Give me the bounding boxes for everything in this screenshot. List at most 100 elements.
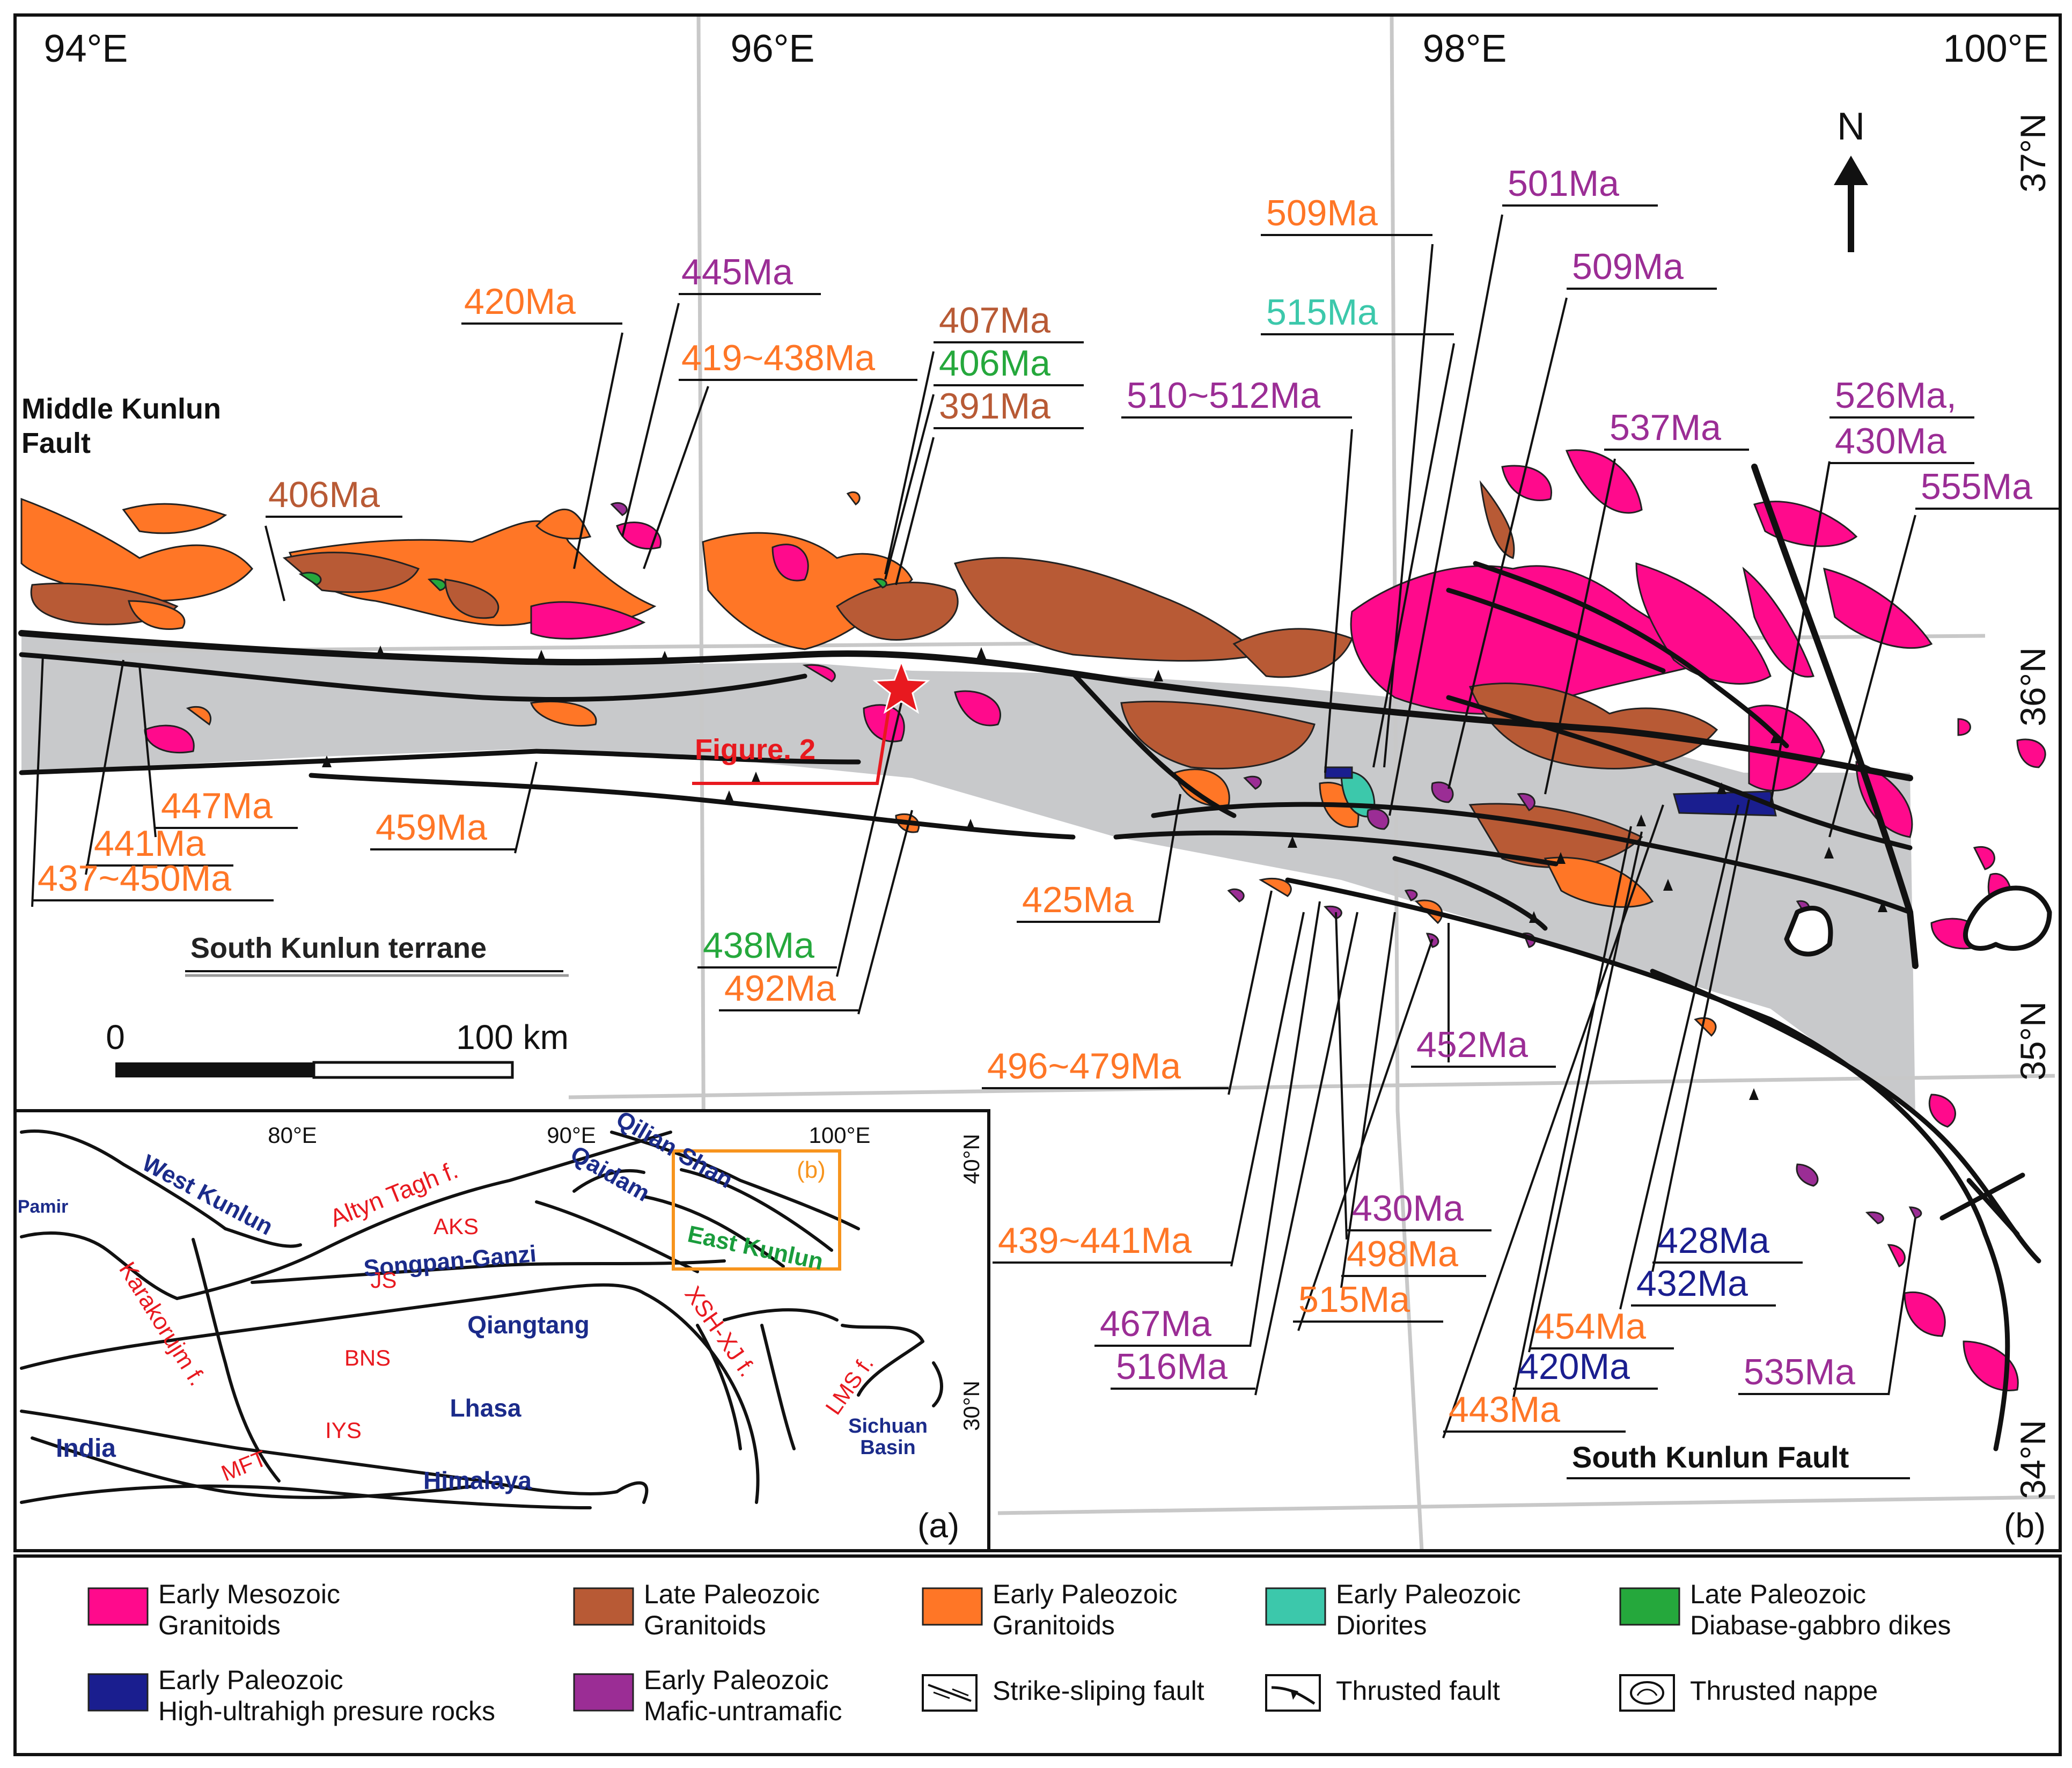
age-leader: [31, 654, 44, 907]
unit-dikes: [427, 578, 446, 591]
inset-structure-line: [841, 1324, 924, 1397]
age-label: 459Ma: [376, 807, 487, 848]
legend-label-line: Early Paleozoic: [158, 1665, 343, 1695]
fault-line: [18, 630, 1913, 781]
age-label: 535Ma: [1744, 1352, 1855, 1392]
legend-label-line: Mafic-untramafic: [644, 1696, 842, 1726]
age-label: 432Ma: [1636, 1263, 1748, 1304]
thrust-tooth: [1824, 847, 1834, 859]
thrust-tooth: [724, 790, 734, 802]
age-label: 452Ma: [1416, 1024, 1528, 1065]
main-map-frame: [13, 13, 2062, 1552]
thrust-tooth: [537, 650, 546, 662]
inset-region-label: Pamir: [18, 1197, 69, 1217]
inset-structure-line: [20, 1129, 302, 1248]
age-label: 441Ma: [94, 823, 205, 864]
inset-longitude-label: 80°E: [268, 1123, 317, 1148]
south-kunlun-terrane-label: South Kunlun terrane: [190, 932, 487, 964]
unit-early-paleozoic: [846, 491, 861, 506]
unit-early-mesozoic: [802, 664, 836, 683]
unit-hp-rocks: [1324, 766, 1353, 779]
age-leader: [264, 525, 285, 601]
age-leader: [514, 761, 538, 854]
inset-latitude-label: 40°N: [959, 1134, 984, 1184]
legend-swatch: [573, 1587, 634, 1626]
age-label: 467Ma: [1100, 1303, 1211, 1344]
inset-structure-line: [192, 1238, 281, 1483]
scale-bar-zero: 0: [106, 1018, 125, 1057]
age-label: 437~450Ma: [38, 858, 231, 899]
fault-line: [1446, 695, 1913, 850]
latitude-label: 36°N: [2013, 647, 2053, 726]
legend-item: Thrusted nappe: [1619, 1674, 1878, 1712]
age-leader: [1228, 890, 1273, 1095]
south-kunlun-terrane-belt: [21, 633, 1915, 1116]
unit-mafic: [1517, 793, 1535, 811]
unit-early-paleozoic: [530, 700, 597, 727]
thrust-tooth: [1770, 731, 1780, 743]
thrusted-nappe: [1963, 885, 2052, 951]
age-label: 445Ma: [681, 252, 793, 292]
legend-label-line: Early Paleozoic: [1336, 1579, 1521, 1609]
unit-mafic: [1243, 775, 1262, 790]
legend-swatch: [573, 1673, 634, 1712]
age-leader: [85, 659, 124, 875]
unit-dikes: [298, 571, 322, 586]
unit-mafic: [1366, 808, 1390, 830]
unit-late-paleozoic: [1479, 480, 1515, 559]
unit-early-mesozoic: [1855, 760, 1913, 838]
age-label: 510~512Ma: [1127, 375, 1320, 416]
inset-structure-line: [642, 1195, 785, 1268]
age-label: 501Ma: [1508, 163, 1619, 204]
legend-label-line: Strike-sliping fault: [993, 1676, 1204, 1706]
inset-structure-line: [723, 1308, 839, 1322]
grid-line: [997, 1495, 2055, 1515]
inset-structure-line: [760, 1324, 796, 1450]
age-label: 430Ma: [1835, 421, 1946, 461]
age-leader: [1340, 912, 1396, 1288]
age-leader: [1769, 461, 1831, 805]
fault-line: [1113, 830, 1559, 867]
age-leader: [138, 665, 157, 838]
unit-hp-rocks: [1673, 790, 1777, 817]
unit-mafic: [1431, 781, 1454, 803]
inset-structure-line: [932, 1361, 943, 1407]
inset-structure-line: [610, 1131, 860, 1230]
age-leader: [1383, 244, 1434, 768]
unit-early-paleozoic: [1694, 1017, 1717, 1037]
unit-early-mesozoic: [1928, 1094, 1956, 1128]
age-labels: 420Ma445Ma419~438Ma407Ma406Ma391Ma406Ma5…: [38, 163, 2032, 1430]
age-leader: [621, 303, 680, 537]
age-leader: [1254, 912, 1358, 1396]
thrust-tooth: [751, 772, 761, 783]
main-map-panel: 420Ma445Ma419~438Ma407Ma406Ma391Ma406Ma5…: [13, 13, 2062, 1552]
unit-early-mesozoic: [772, 544, 809, 582]
age-leader: [1828, 515, 1916, 838]
age-label: 447Ma: [161, 786, 273, 826]
age-leader: [1388, 214, 1503, 816]
age-leader: [1158, 794, 1181, 923]
legend-label-line: Thrusted nappe: [1690, 1676, 1878, 1706]
longitude-label: 100°E: [1943, 27, 2049, 70]
age-label: 509Ma: [1266, 193, 1378, 233]
age-label: 419~438Ma: [681, 338, 875, 378]
legend-label-line: Diabase-gabbro dikes: [1690, 1610, 1951, 1640]
longitude-label: 96°E: [731, 27, 815, 70]
thrust-tooth: [1749, 1088, 1759, 1100]
panel-a-label: (a): [917, 1506, 959, 1545]
thrust-tooth: [1878, 900, 1887, 912]
age-leader: [1442, 804, 1664, 1439]
inset-structure-line: [20, 1410, 619, 1495]
legend-label: Thrusted nappe: [1690, 1676, 1878, 1706]
legend-label-line: Early Mesozoic: [158, 1579, 340, 1609]
age-leader: [1448, 297, 1568, 789]
fault-line: [1751, 464, 1919, 969]
